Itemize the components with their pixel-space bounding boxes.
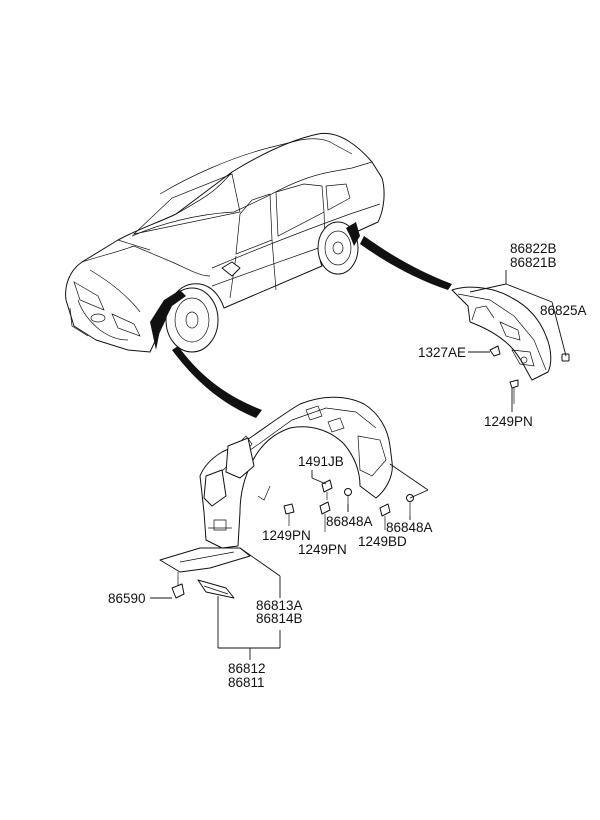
label-86822b: 86822B <box>510 241 557 256</box>
label-86811: 86811 <box>228 675 265 690</box>
label-1491jb: 1491JB <box>298 454 344 469</box>
label-86590: 86590 <box>108 591 146 606</box>
label-1327ae: 1327AE <box>418 345 466 360</box>
car-illustration <box>65 132 385 353</box>
label-1249bd: 1249BD <box>358 534 407 549</box>
label-86813a: 86813A <box>256 598 303 613</box>
label-86848a-2: 86848A <box>386 520 433 535</box>
front-arrow <box>172 346 262 418</box>
label-rear-1249pn: 1249PN <box>484 414 533 429</box>
label-86825a: 86825A <box>540 303 587 318</box>
rear-wheel-guard <box>451 286 570 404</box>
leader-lines <box>150 270 567 660</box>
label-86814b: 86814B <box>256 611 303 626</box>
part-labels: 86822B 86821B 86825A 1327AE 1249PN 1491J… <box>108 241 587 690</box>
label-front-1249pn-1: 1249PN <box>262 528 311 543</box>
label-86821b: 86821B <box>510 255 557 270</box>
label-86848a-1: 86848A <box>326 514 373 529</box>
front-wheel-guard <box>159 396 393 599</box>
callout-arrows <box>172 236 452 418</box>
label-front-1249pn-2: 1249PN <box>298 542 347 557</box>
rear-arrow <box>360 236 452 290</box>
label-86812: 86812 <box>228 661 266 676</box>
